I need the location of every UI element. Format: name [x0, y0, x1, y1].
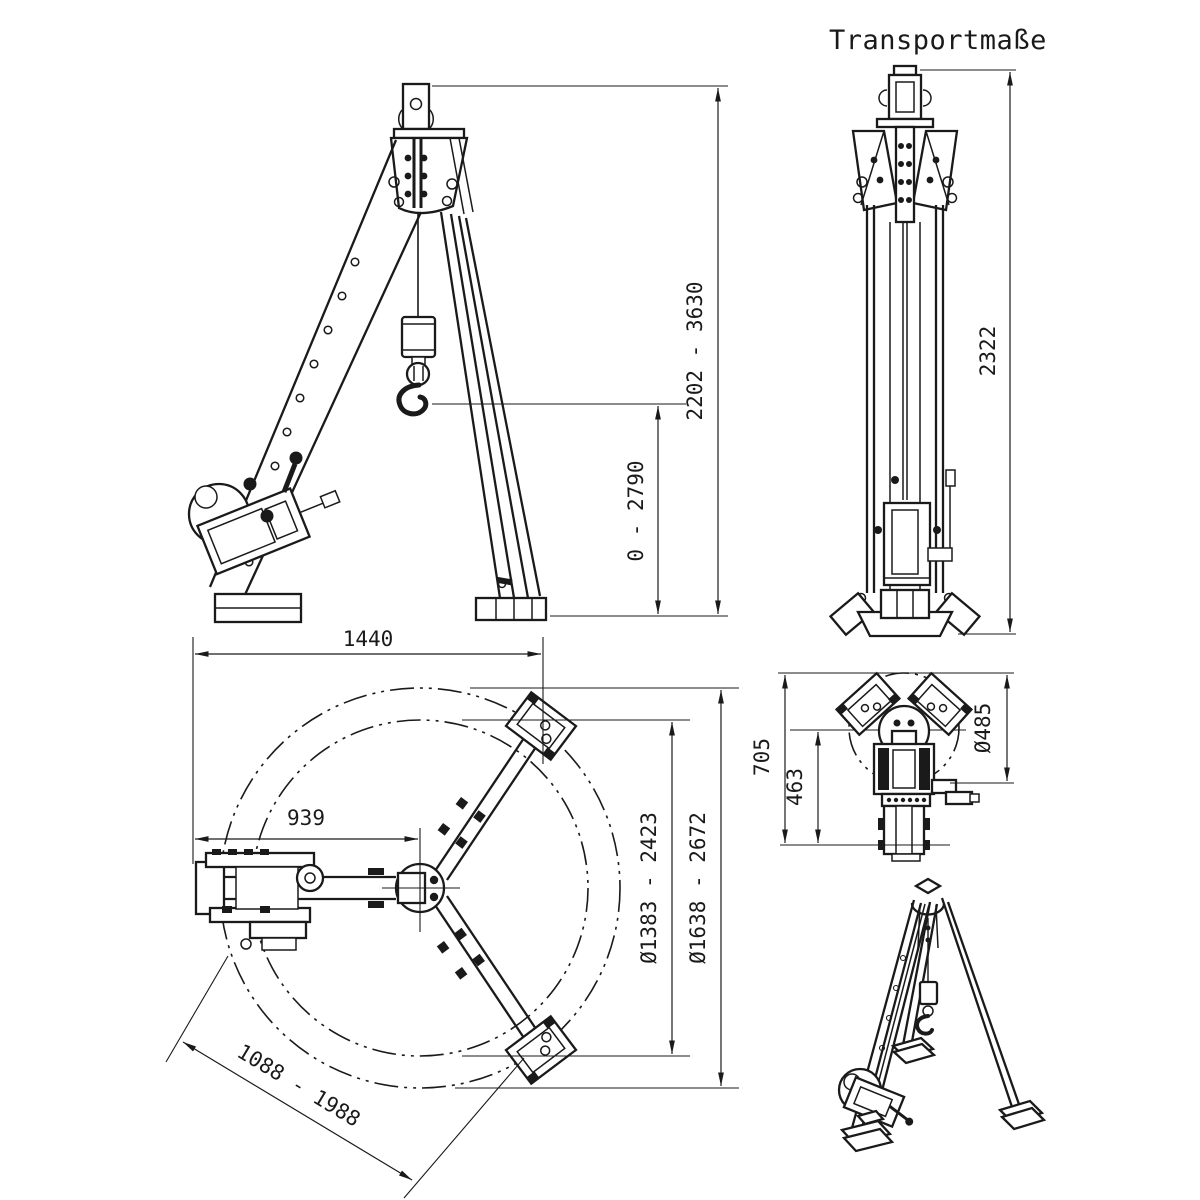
side-total-height-dimension: 2202 - 3630 — [683, 281, 707, 420]
transport-view-drawing: Transportmaße — [828, 25, 1047, 638]
winch-plan — [194, 849, 325, 951]
winch-isometric — [837, 1067, 914, 1129]
transport-view-title: Transportmaße — [829, 25, 1047, 56]
transport-plan-foot-right — [906, 671, 974, 737]
plan-width-dimension: 1440 — [343, 627, 394, 651]
transport-plan-length-dimension: 705 — [750, 738, 774, 776]
transport-height-dimension: 2322 — [976, 326, 1000, 377]
plan-outer-circle-dimension: Ø1638 - 2672 — [686, 812, 710, 964]
winch-side — [187, 451, 341, 576]
side-hook-travel-dimension: 0 - 2790 — [624, 460, 648, 561]
winch-transport-plan — [872, 742, 980, 862]
plan-view-drawing: 1440 939 Ø1383 - 2423 Ø1638 - 2672 1088 … — [165, 627, 739, 1199]
isometric-view-drawing — [837, 877, 1047, 1153]
transport-plan-foot-left — [834, 671, 902, 737]
plan-winch-arm-dimension: 939 — [287, 806, 325, 830]
plan-inner-circle-dimension: Ø1383 - 2423 — [637, 812, 661, 964]
side-view-drawing: 2202 - 3630 0 - 2790 — [187, 82, 728, 624]
transport-plan-view-drawing: 705 463 Ø485 — [750, 671, 1014, 862]
transport-plan-partial-dimension: 463 — [783, 768, 807, 806]
winch-transport — [874, 469, 956, 587]
transport-plan-circle-dimension: Ø485 — [971, 703, 995, 754]
plan-foot-lower — [504, 1014, 578, 1086]
plan-leg-spread-dimension: 1088 - 1988 — [233, 1039, 365, 1131]
